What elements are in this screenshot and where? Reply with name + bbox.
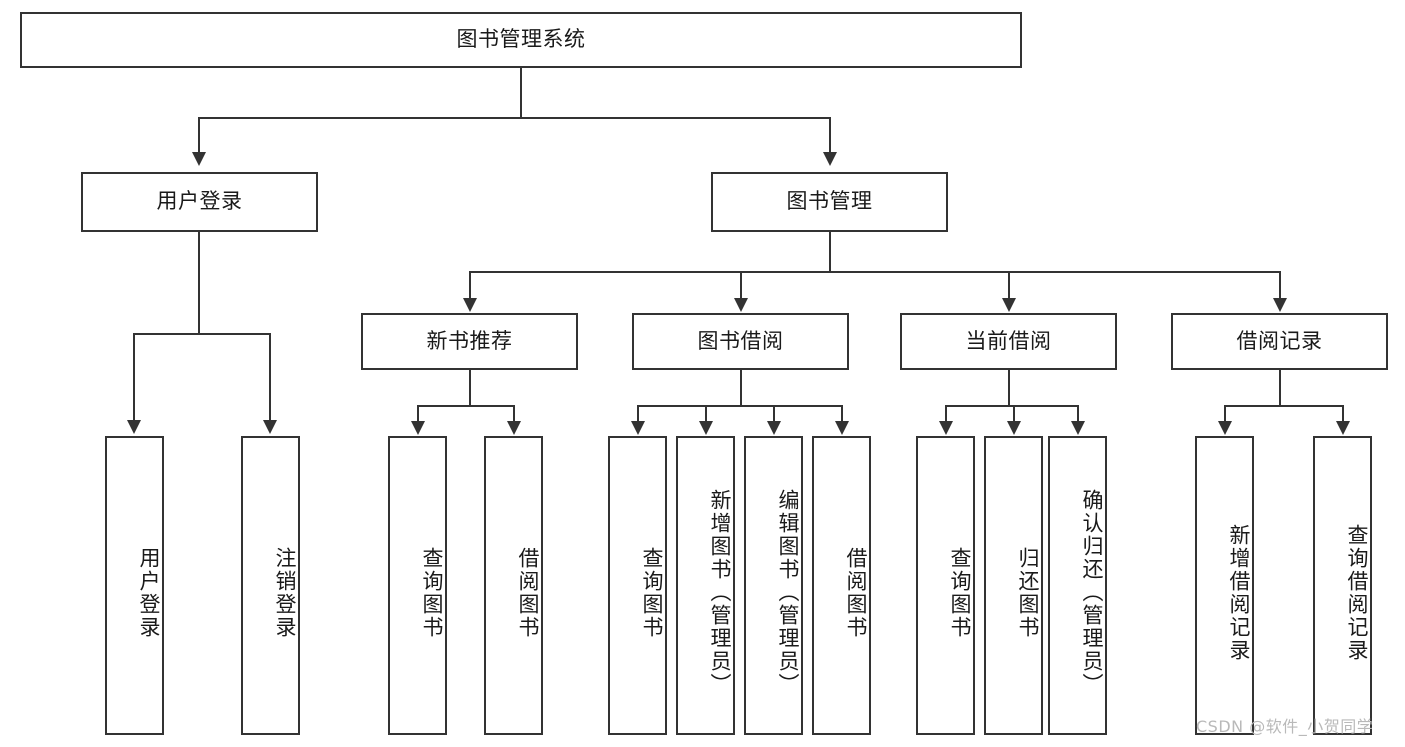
leaf-user-login-login[interactable]: 用户登录 [105,436,164,735]
edge-bb-to-leaf-1 [637,405,639,423]
arrow-cb-to-leaf-2 [1007,421,1021,435]
edge-book-borrow-bus [637,405,843,407]
edge-current-borrow-stem [1008,370,1010,406]
node-label: 用户登录 [137,546,161,639]
arrow-bm-to-new-book [463,298,477,312]
node-label: 新增借阅记录 [1227,523,1251,662]
leaf-current-borrow-query[interactable]: 查询图书 [916,436,975,735]
edge-bm-to-current-borrow [1008,271,1010,299]
node-label: 查询图书 [640,546,664,639]
arrow-bm-to-book-borrow [734,298,748,312]
leaf-borrow-record-query[interactable]: 查询借阅记录 [1313,436,1372,735]
arrow-bb-to-leaf-1 [631,421,645,435]
edge-nb-to-leaf-1 [417,405,419,423]
arrow-nb-to-leaf-1 [411,421,425,435]
node-label: 借阅记录 [1236,328,1323,353]
edge-bm-to-book-borrow [740,271,742,299]
edge-bb-to-leaf-3 [773,405,775,423]
edge-book-management-bus [469,271,1281,273]
csdn-watermark: CSDN @软件_小贺同学 [1196,717,1374,736]
arrow-bb-to-leaf-2 [699,421,713,435]
node-user-login[interactable]: 用户登录 [81,172,318,232]
leaf-book-borrow-query[interactable]: 查询图书 [608,436,667,735]
arrow-bb-to-leaf-3 [767,421,781,435]
edge-br-to-leaf-2 [1342,405,1344,423]
node-label: 注销登录 [273,546,297,639]
edge-cb-to-leaf-2 [1013,405,1015,423]
edge-new-book-stem [469,370,471,406]
node-label: 新增图书（管理员） [708,489,732,696]
leaf-book-borrow-add[interactable]: 新增图书（管理员） [676,436,735,735]
edge-current-borrow-bus [945,405,1078,407]
node-label: 图书管理 [786,189,873,214]
node-label: 借阅图书 [844,546,868,639]
leaf-new-book-query[interactable]: 查询图书 [388,436,447,735]
node-label: 用户登录 [156,189,243,214]
edge-root-bus [198,117,831,119]
arrow-cb-to-leaf-3 [1071,421,1085,435]
leaf-current-borrow-return[interactable]: 归还图书 [984,436,1043,735]
edge-user-login-to-leaf-2 [269,333,271,421]
arrow-br-to-leaf-2 [1336,421,1350,435]
node-label: 归还图书 [1016,546,1040,639]
edge-cb-to-leaf-3 [1077,405,1079,423]
edge-root-stem [520,68,522,118]
leaf-new-book-borrow[interactable]: 借阅图书 [484,436,543,735]
arrow-bb-to-leaf-4 [835,421,849,435]
node-label: 图书管理系统 [456,27,586,52]
node-label: 确认归还（管理员） [1080,489,1104,696]
node-label: 编辑图书（管理员） [776,489,800,696]
arrow-user-login-to-leaf-2 [263,420,277,434]
node-label: 查询图书 [948,546,972,639]
leaf-book-borrow-edit[interactable]: 编辑图书（管理员） [744,436,803,735]
node-label: 当前借阅 [965,328,1052,353]
arrow-user-login-to-leaf-1 [127,420,141,434]
edge-root-to-user-login [198,117,200,153]
leaf-book-borrow-borrow[interactable]: 借阅图书 [812,436,871,735]
node-book-management[interactable]: 图书管理 [711,172,948,232]
edge-bm-to-borrow-record [1279,271,1281,299]
arrow-cb-to-leaf-1 [939,421,953,435]
arrow-bm-to-borrow-record [1273,298,1287,312]
edge-bb-to-leaf-4 [841,405,843,423]
node-label: 查询图书 [420,546,444,639]
leaf-borrow-record-add[interactable]: 新增借阅记录 [1195,436,1254,735]
arrow-br-to-leaf-1 [1218,421,1232,435]
arrow-nb-to-leaf-2 [507,421,521,435]
arrow-root-to-user-login [192,152,206,166]
node-book-borrow[interactable]: 图书借阅 [632,313,849,370]
node-label: 新书推荐 [426,328,513,353]
node-current-borrow[interactable]: 当前借阅 [900,313,1117,370]
edge-bb-to-leaf-2 [705,405,707,423]
edge-cb-to-leaf-1 [945,405,947,423]
edge-user-login-to-leaf-1 [133,333,135,421]
arrow-bm-to-current-borrow [1002,298,1016,312]
edge-borrow-record-stem [1279,370,1281,406]
edge-user-login-bus [133,333,270,335]
edge-book-management-stem [829,232,831,272]
node-book-management-system[interactable]: 图书管理系统 [20,12,1022,68]
edge-book-borrow-stem [740,370,742,406]
node-label: 图书借阅 [697,328,784,353]
node-label: 借阅图书 [516,546,540,639]
edge-br-to-leaf-1 [1224,405,1226,423]
edge-bm-to-new-book [469,271,471,299]
edge-new-book-bus [417,405,515,407]
leaf-user-login-logout[interactable]: 注销登录 [241,436,300,735]
edge-root-to-book-management [829,117,831,153]
arrow-root-to-book-management [823,152,837,166]
edge-user-login-stem [198,232,200,334]
edge-borrow-record-bus [1224,405,1343,407]
edge-nb-to-leaf-2 [513,405,515,423]
leaf-current-borrow-confirm-return[interactable]: 确认归还（管理员） [1048,436,1107,735]
node-label: 查询借阅记录 [1345,523,1369,662]
node-borrow-record[interactable]: 借阅记录 [1171,313,1388,370]
node-new-book-recommend[interactable]: 新书推荐 [361,313,578,370]
